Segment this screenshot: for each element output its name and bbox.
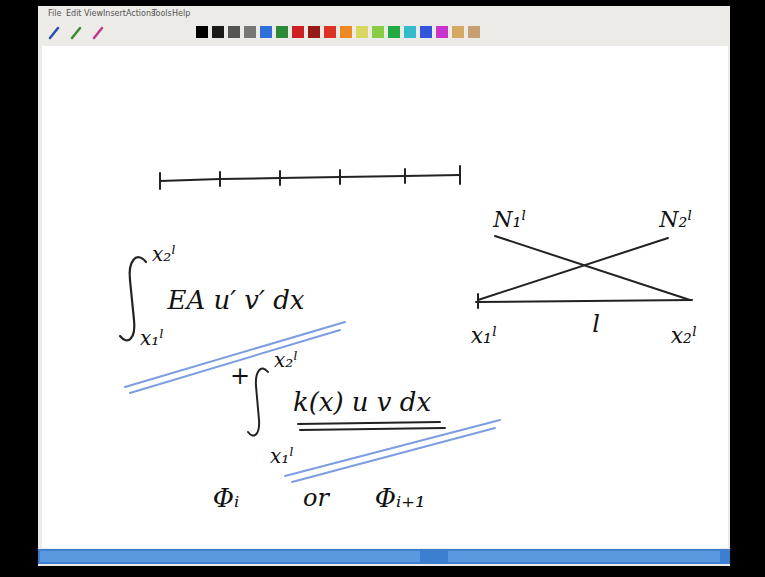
handwritten-math: N₂ˡ <box>659 209 692 231</box>
color-swatch <box>228 26 240 38</box>
handwritten-math: x₂ˡ <box>152 244 176 264</box>
handwritten-math: x₁ˡ <box>270 446 294 466</box>
handwritten-math: Φᵢ₊₁ <box>375 485 426 511</box>
menu-item: View <box>84 10 103 18</box>
color-swatch <box>244 26 256 38</box>
color-swatch <box>308 26 320 38</box>
handwritten-math: k(x) u v dx <box>293 389 431 415</box>
color-swatch <box>420 26 432 38</box>
handwritten-math: x₂ˡ <box>671 325 698 347</box>
menu-item: Edit <box>66 10 82 18</box>
handwritten-math: Φᵢ <box>213 485 240 511</box>
handwritten-math: x₂ˡ <box>274 350 298 370</box>
color-swatch <box>324 26 336 38</box>
color-swatch <box>340 26 352 38</box>
color-swatch <box>468 26 480 38</box>
color-swatch <box>196 26 208 38</box>
color-swatch <box>292 26 304 38</box>
handwritten-math: + <box>230 364 250 388</box>
menu-item: Tools <box>152 10 172 18</box>
handwritten-math: x₁ˡ <box>471 325 498 347</box>
menu-item: File <box>48 10 61 18</box>
color-swatch <box>260 26 272 38</box>
color-swatch <box>388 26 400 38</box>
color-swatch <box>436 26 448 38</box>
color-swatch <box>212 26 224 38</box>
color-swatch <box>372 26 384 38</box>
color-swatch <box>452 26 464 38</box>
color-swatch <box>276 26 288 38</box>
handwritten-math: or <box>303 486 329 510</box>
color-swatch <box>404 26 416 38</box>
handwritten-math: l <box>592 312 600 336</box>
handwritten-math: x₁ˡ <box>140 328 164 348</box>
menu-item: Help <box>172 10 190 18</box>
menu-item: Insert <box>103 10 126 18</box>
handwritten-math: EA u′ v′ dx <box>167 287 304 313</box>
handwritten-math: N₁ˡ <box>493 209 526 231</box>
menu-item: Actions <box>126 10 155 18</box>
color-swatch <box>356 26 368 38</box>
